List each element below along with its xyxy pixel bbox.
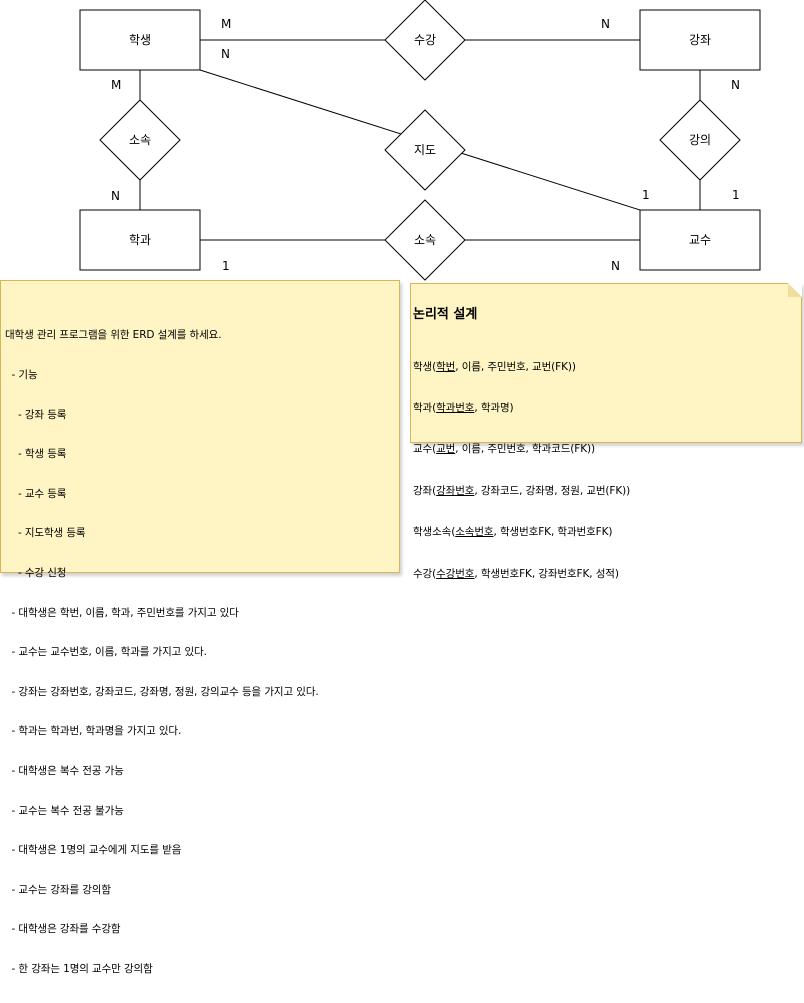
primary-key: 교번 [436,443,456,456]
card-student-belong: M [111,78,121,92]
table-row: 학생소속(소속번호, 학생번호FK, 학과번호FK) [413,526,630,540]
card-professor-lecture: 1 [732,188,740,202]
logical-design-title: 논리적 설계 [413,307,478,322]
relationship-advise-label: 지도 [414,143,436,157]
table-row: 강좌(강좌번호, 강좌코드, 강좌명, 정원, 교번(FK)) [413,485,630,499]
table-columns: , 학과명) [474,401,514,414]
requirements-list: 대학생 관리 프로그램을 위한 ERD 설계를 하세요. - 기능 - 강좌 등… [5,303,319,1003]
relationship-belong-professor-label: 소속 [414,233,436,247]
requirement-line: - 교수는 강좌를 강의함 [5,883,111,896]
entity-student[interactable]: 학생 [79,9,201,71]
requirement-line: - 수강 신청 [5,566,67,579]
table-name: 학과( [413,401,437,414]
erd-diagram: 학생 강좌 학과 교수 수강 소속 지도 강의 소속 M N N M N N 1… [79,0,761,281]
requirement-line: 대학생 관리 프로그램을 위한 ERD 설계를 하세요. [5,329,222,342]
primary-key: 학과번호 [436,401,475,414]
table-name: 강좌( [413,484,437,497]
relationship-belong-student-label: 소속 [129,133,151,147]
requirement-line: - 한 강좌는 1명의 교수만 강의함 [5,962,153,975]
relationship-lecture[interactable]: 강의 [659,99,741,181]
requirement-line: - 교수는 복수 전공 불가능 [5,804,124,817]
entity-department-label: 학과 [129,233,151,247]
entity-professor-label: 교수 [689,233,711,247]
primary-key: 수강번호 [436,567,475,580]
card-course-lecture: N [731,78,740,92]
card-student-enroll: M [221,17,231,31]
table-row: 학생(학번, 이름, 주민번호, 교번(FK)) [413,361,630,375]
primary-key: 강좌번호 [436,484,475,497]
card-department-belong2: 1 [222,259,230,273]
relationship-advise[interactable]: 지도 [384,109,466,191]
requirement-line: - 학생 등록 [5,448,67,461]
card-professor-belong: N [611,259,620,273]
requirements-note[interactable]: 대학생 관리 프로그램을 위한 ERD 설계를 하세요. - 기능 - 강좌 등… [0,280,400,975]
logical-design-note[interactable]: 논리적 설계 학생(학번, 이름, 주민번호, 교번(FK)) 학과(학과번호,… [410,283,802,580]
table-columns: , 학생번호FK, 학과번호FK) [493,526,613,539]
relationship-enroll[interactable]: 수강 [384,0,466,81]
requirement-line: - 학과는 학과번, 학과명을 가지고 있다. [5,725,182,738]
entity-professor[interactable]: 교수 [639,209,761,271]
requirement-line: - 지도학생 등록 [5,527,86,540]
entity-course-label: 강좌 [689,33,711,47]
requirement-line: - 기능 [5,369,38,381]
relationship-belong-student[interactable]: 소속 [99,99,181,181]
requirement-line: - 대학생은 1명의 교수에게 지도를 받음 [5,844,182,857]
requirement-line: - 교수는 교수번호, 이름, 학과를 가지고 있다. [5,646,207,659]
note-fold-corner [788,283,802,297]
table-name: 학생( [413,360,437,373]
requirement-line: - 대학생은 학번, 이름, 학과, 주민번호를 가지고 있다 [5,606,239,619]
relationship-enroll-label: 수강 [414,33,436,47]
primary-key: 소속번호 [455,526,494,539]
table-columns: , 학생번호FK, 강좌번호FK, 성적) [474,567,619,580]
requirement-line: - 강좌 등록 [5,408,67,421]
table-name: 교수( [413,443,437,456]
card-department-belong: N [111,189,120,203]
table-row: 수강(수강번호, 학생번호FK, 강좌번호FK, 성적) [413,568,630,582]
table-columns: , 강좌코드, 강좌명, 정원, 교번(FK)) [474,484,631,497]
table-columns: , 이름, 주민번호, 교번(FK)) [455,360,576,373]
card-course-enroll: N [601,17,610,31]
requirement-line: - 대학생은 복수 전공 가능 [5,764,124,777]
primary-key: 학번 [436,360,456,373]
relationship-belong-professor[interactable]: 소속 [384,199,466,281]
requirement-line: - 대학생은 강좌를 수강함 [5,923,121,936]
card-student-advise: N [221,47,230,61]
relationship-lecture-label: 강의 [689,133,711,147]
requirement-line: - 교수 등록 [5,487,67,500]
entity-course[interactable]: 강좌 [639,9,761,71]
requirement-line: - 강좌는 강좌번호, 강좌코드, 강좌명, 정원, 강의교수 등을 가지고 있… [5,685,319,698]
entity-department[interactable]: 학과 [79,209,201,271]
table-row: 학과(학과번호, 학과명) [413,402,630,416]
card-professor-advise: 1 [642,188,650,202]
table-name: 학생소속( [413,526,456,539]
table-row: 교수(교번, 이름, 주민번호, 학과코드(FK)) [413,443,630,457]
entity-student-label: 학생 [129,33,151,47]
table-name: 수강( [413,567,437,580]
table-columns: , 이름, 주민번호, 학과코드(FK)) [455,443,595,456]
logical-design-list: 학생(학번, 이름, 주민번호, 교번(FK)) 학과(학과번호, 학과명) 교… [413,333,630,609]
